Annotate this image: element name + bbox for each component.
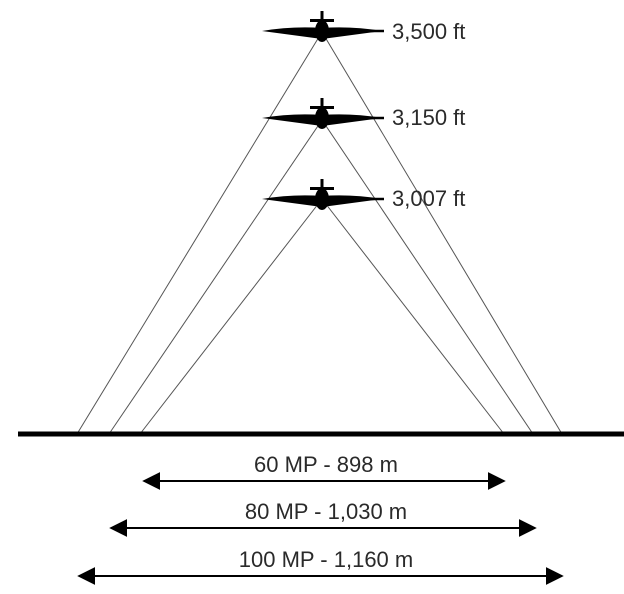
altitude-label: 3,150 ft [392,105,466,130]
altitude-label: 3,500 ft [392,19,466,44]
airplane-icon [262,11,382,42]
view-cone-3007 [139,198,505,435]
view-cone-3500 [76,31,563,435]
coverage-label: 60 MP - 898 m [254,452,398,477]
coverage-label: 100 MP - 1,160 m [238,547,414,572]
view-cone-3150 [108,119,534,435]
airplane-icon [262,179,382,210]
coverage-label: 80 MP - 1,030 m [244,499,408,524]
altitude-label: 3,007 ft [392,186,466,211]
